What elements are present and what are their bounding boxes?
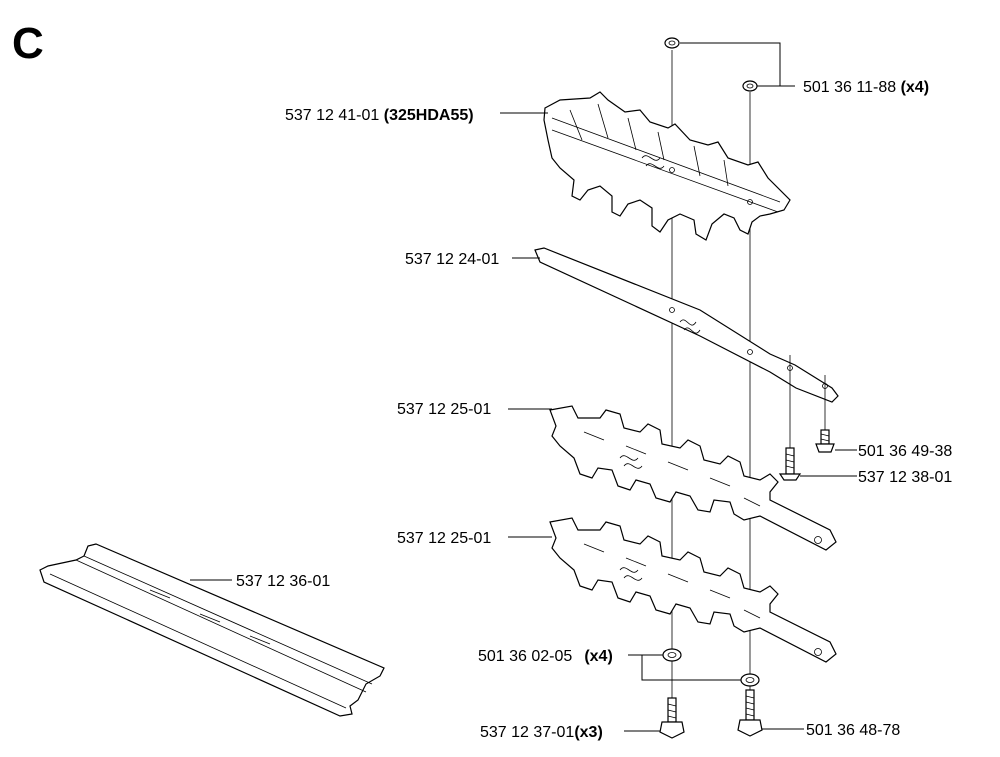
- callout-middle-blade-2: 537 12 25-01: [397, 530, 491, 547]
- bolt-left: [659, 697, 685, 739]
- callout-guard: 537 12 36-01: [236, 573, 330, 590]
- middle-blade-1: [549, 405, 837, 551]
- washer-top-right: [742, 80, 758, 92]
- callout-bolt-right: 501 36 48-78: [806, 722, 900, 739]
- leader-washer-top: [680, 42, 795, 87]
- guard: [39, 543, 385, 717]
- callout-screw-small: 501 36 49-38: [858, 443, 952, 460]
- section-letter: C: [12, 19, 44, 68]
- plate: [534, 247, 839, 403]
- washer-bottom-right: [740, 673, 760, 687]
- callout-upper-blade: 537 12 41-01 (325HDA55): [285, 107, 474, 124]
- upper-blade: [543, 91, 791, 241]
- screw-small: [815, 429, 835, 453]
- middle-blade-2: [549, 517, 837, 663]
- callout-middle-blade-1: 537 12 25-01: [397, 401, 491, 418]
- screw-long: [778, 447, 802, 481]
- callout-washer-bottom: 501 36 02-05(x4): [478, 648, 613, 665]
- callout-washer-top: 501 36 11-88 (x4): [803, 79, 929, 96]
- callout-bolt-left: 537 12 37-01(x3): [480, 724, 603, 741]
- callout-plate: 537 12 24-01: [405, 251, 499, 268]
- bolt-right: [737, 689, 763, 737]
- washer-top-left: [664, 37, 680, 49]
- callout-screw-long: 537 12 38-01: [858, 469, 952, 486]
- washer-bottom-left: [662, 648, 682, 662]
